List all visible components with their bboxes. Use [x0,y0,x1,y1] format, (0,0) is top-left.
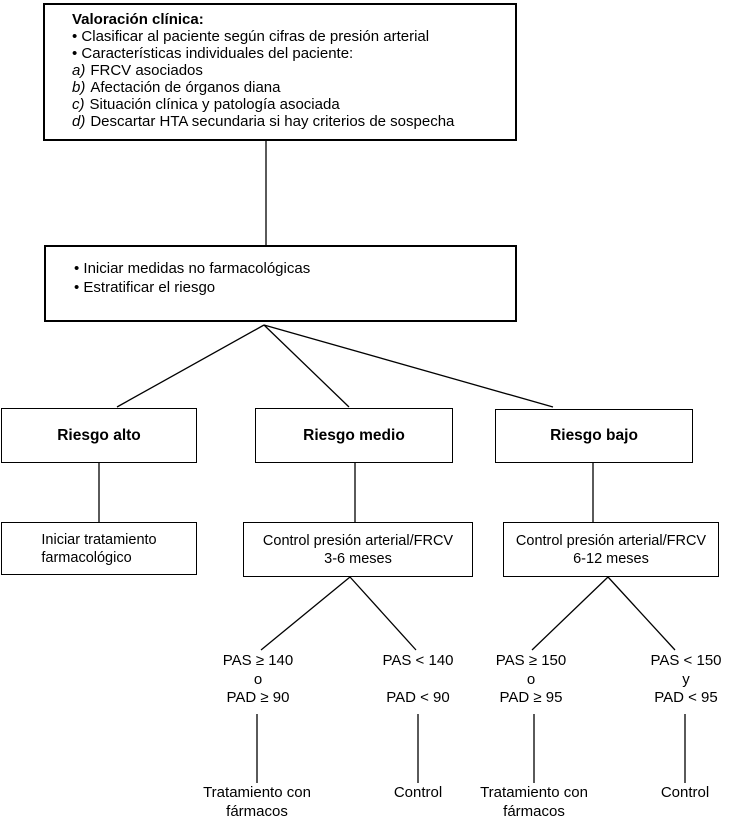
item-text-a: FRCV asociados [90,62,203,79]
item-marker-d: d) [72,113,86,130]
clinical-bullet-classify: • Clasificar al paciente según cifras de… [72,28,430,45]
clinical-title: Valoración clínica: [72,11,204,28]
measures-bullet-stratify: • Estratificar el riesgo [74,279,216,296]
action-low-box: Control presión arterial/FRCV 6-12 meses [503,522,719,577]
criteria-medium-control: PAS < 140 PAD < 90 [382,652,454,706]
outcome-control-1: Control [393,784,443,801]
initial-measures-box: • Iniciar medidas no farmacológicas • Es… [44,245,517,322]
criteria-medium-treat: PAS ≥ 140 o PAD ≥ 90 [222,652,294,706]
clinical-bullet-characteristics: • Características individuales del pacie… [72,45,354,62]
outcome-treatment-2: Tratamiento con fármacos [480,784,588,820]
clinical-item-c: c)Situación clínica y patología asociada [72,96,509,113]
connector-measures-to-high [116,324,265,408]
item-text-c: Situación clínica y patología asociada [89,96,340,113]
clinical-item-d: d)Descartar HTA secundaria si hay criter… [72,113,509,130]
item-text-b: Afectación de órganos diana [90,79,281,96]
criteria-low-control: PAS < 150 y PAD < 95 [650,652,722,706]
action-high-box: Iniciar tratamiento farmacológico [1,522,197,575]
connector-low-to-criteria-4 [607,576,676,651]
connector-medium-to-criteria-2 [349,576,417,651]
action-medium-box: Control presión arterial/FRCV 3-6 meses [243,522,473,577]
connector-low-to-criteria-3 [531,576,609,651]
clinical-assessment-box: Valoración clínica: • Clasificar al paci… [43,3,517,141]
clinical-item-b: b)Afectación de órganos diana [72,79,509,96]
action-high-text: Iniciar tratamiento farmacológico [41,531,157,566]
outcome-treatment-1: Tratamiento con fármacos [203,784,311,820]
criteria-low-treat: PAS ≥ 150 o PAD ≥ 95 [495,652,567,706]
item-marker-b: b) [72,79,86,96]
outcome-control-2: Control [660,784,710,801]
item-marker-c: c) [72,96,85,113]
connector-medium-to-criteria-1 [260,576,351,651]
risk-high-box: Riesgo alto [1,408,197,463]
item-text-d: Descartar HTA secundaria si hay criterio… [90,113,455,130]
risk-medium-box: Riesgo medio [255,408,453,463]
measures-bullet-nonpharma: • Iniciar medidas no farmacológicas [74,260,311,277]
connector-measures-to-low [263,324,554,408]
clinical-item-a: a)FRCV asociados [72,62,509,79]
risk-low-box: Riesgo bajo [495,409,693,463]
item-marker-a: a) [72,62,86,79]
connector-measures-to-medium [263,324,350,408]
